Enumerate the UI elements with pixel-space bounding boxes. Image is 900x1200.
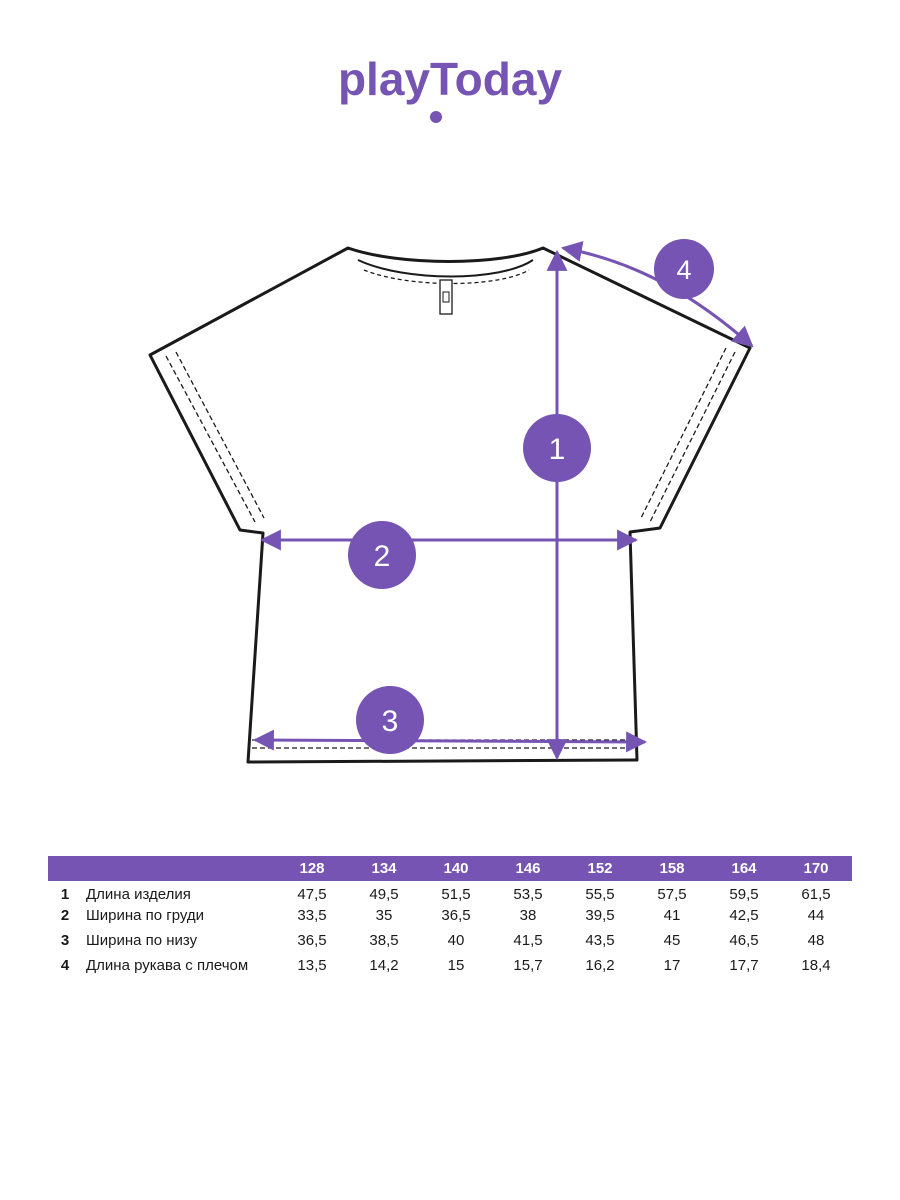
table-cell: 49,5: [369, 886, 399, 903]
table-cell: 18,4: [801, 957, 831, 974]
marker-3-label: 3: [382, 705, 399, 738]
header-spacer-num: [48, 856, 82, 881]
table-cell: 46,5: [729, 932, 759, 949]
table-cell: 44: [807, 907, 825, 924]
label-tag-inner: [442, 291, 450, 303]
table-cell: 40: [447, 932, 465, 949]
table-cell: 35: [375, 907, 393, 924]
table-cell: 33,5: [297, 907, 327, 924]
marker-1-label: 1: [549, 433, 566, 466]
size-header-cell: 170: [803, 860, 829, 877]
row-label: Длина рукава с плечом: [86, 957, 249, 974]
marker-2-badge: [348, 521, 416, 589]
table-cell: 55,5: [585, 886, 615, 903]
table-cell: 41: [663, 907, 681, 924]
marker-2-label: 2: [374, 540, 391, 573]
table-cell: 57,5: [657, 886, 687, 903]
table-cell: 43,5: [585, 932, 615, 949]
table-cell: 16,2: [585, 957, 615, 974]
table-cell: 14,2: [369, 957, 399, 974]
table-cell: 15: [447, 957, 465, 974]
table-cell: 48: [807, 932, 825, 949]
table-cell: 15,7: [513, 957, 543, 974]
neckband: [357, 259, 534, 278]
garment-diagram: 1 2 3 4: [0, 230, 900, 780]
table-cell: 47,5: [297, 886, 327, 903]
size-header-row: 128 134 140 146 152 158 164 170: [48, 856, 852, 881]
table-cell: 36,5: [297, 932, 327, 949]
marker-4-label: 4: [676, 255, 691, 285]
table-row: 2 Ширина по груди 33,5 35 36,5 38 39,5 4…: [48, 906, 852, 931]
table-cell: 42,5: [729, 907, 759, 924]
tshirt-sketch: 1 2 3 4: [148, 239, 754, 764]
row-label: Ширина по груди: [86, 907, 205, 924]
table-cell: 17: [663, 957, 681, 974]
size-header-cell: 128: [299, 860, 325, 877]
brand-logo: playToday: [0, 50, 900, 130]
size-header-cell: 158: [659, 860, 685, 877]
table-cell: 51,5: [441, 886, 471, 903]
logo-dot-icon: [430, 111, 442, 123]
table-cell: 38: [519, 907, 537, 924]
marker-4-badge: [654, 239, 714, 299]
table-cell: 41,5: [513, 932, 543, 949]
table-row: 1 Длина изделия 47,5 49,5 51,5 53,5 55,5…: [48, 881, 852, 906]
size-header-cell: 140: [443, 860, 469, 877]
size-header-cell: 146: [515, 860, 541, 877]
table-row: 3 Ширина по низу 36,5 38,5 40 41,5 43,5 …: [48, 931, 852, 956]
row-label: Ширина по низу: [86, 932, 198, 949]
size-header-cell: 134: [371, 860, 397, 877]
table-cell: 53,5: [513, 886, 543, 903]
size-header-cell: 164: [731, 860, 757, 877]
brand-logo-text: playToday: [338, 53, 563, 105]
header-spacer-label: [82, 856, 276, 881]
row-label: Длина изделия: [86, 886, 191, 903]
size-table: 128 134 140 146 152 158 164 170 1 Длина …: [48, 856, 852, 981]
left-sleeve-stitch-1: [165, 355, 256, 523]
left-sleeve-stitch-2: [175, 351, 265, 519]
table-cell: 17,7: [729, 957, 759, 974]
table-cell: 45: [663, 932, 681, 949]
table-cell: 59,5: [729, 886, 759, 903]
row-number: 4: [60, 957, 70, 974]
marker-3-badge: [356, 686, 424, 754]
label-tag: [439, 279, 453, 315]
brand-logo-graphic: playToday: [338, 53, 563, 123]
size-header-cell: 152: [587, 860, 613, 877]
marker-1-badge: [523, 414, 591, 482]
row-number: 2: [60, 907, 70, 924]
row-number: 1: [60, 886, 70, 903]
table-cell: 36,5: [441, 907, 471, 924]
tshirt-outline: [148, 246, 752, 764]
table-row: 4 Длина рукава с плечом 13,5 14,2 15 15,…: [48, 956, 852, 981]
row-number: 3: [60, 932, 70, 949]
bottom-measure-line: [252, 729, 648, 753]
table-cell: 13,5: [297, 957, 327, 974]
table-cell: 61,5: [801, 886, 831, 903]
table-cell: 38,5: [369, 932, 399, 949]
table-cell: 39,5: [585, 907, 615, 924]
